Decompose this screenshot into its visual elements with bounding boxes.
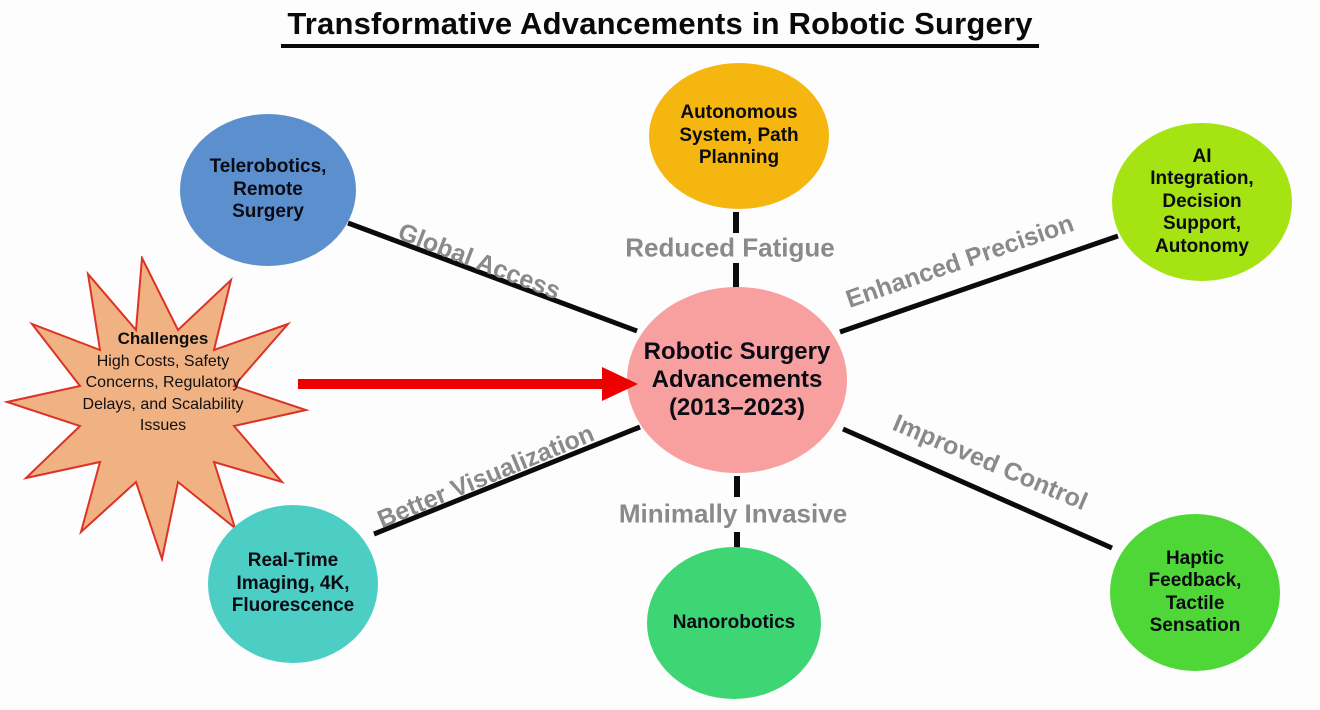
- node-ai-integration: AI Integration, Decision Support, Autono…: [1112, 123, 1292, 281]
- node-nanorobotics: Nanorobotics: [647, 547, 821, 699]
- node-haptic-label: Haptic Feedback, Tactile Sensation: [1148, 547, 1242, 636]
- node-realtime-imaging: Real-Time Imaging, 4K, Fluorescence: [208, 505, 378, 663]
- edge-imaging-line: [373, 424, 641, 537]
- node-autonomous-label: Autonomous System, Path Planning: [679, 102, 799, 169]
- edge-label-reduced-fatigue: Reduced Fatigue: [625, 232, 835, 263]
- challenges-text-block: Challenges High Costs, Safety Concerns, …: [63, 328, 263, 437]
- edge-label-minimally-invasive: Minimally Invasive: [618, 498, 848, 529]
- node-telerobotics-label: Telerobotics, Remote Surgery: [209, 156, 327, 223]
- challenges-arrow-head: [602, 367, 638, 401]
- node-nanorobotics-label: Nanorobotics: [672, 611, 796, 633]
- challenges-starburst: [3, 256, 310, 562]
- node-imaging-label: Real-Time Imaging, 4K, Fluorescence: [231, 550, 355, 617]
- edge-haptic-line: [841, 426, 1114, 551]
- challenges-body: High Costs, Safety Concerns, Regulatory …: [82, 352, 244, 435]
- title-bar: Transformative Advancements in Robotic S…: [0, 6, 1320, 48]
- node-center-label: Robotic Surgery Advancements (2013–2023): [643, 337, 831, 422]
- page-title: Transformative Advancements in Robotic S…: [281, 6, 1039, 48]
- node-ai-label: AI Integration, Decision Support, Autono…: [1150, 145, 1254, 257]
- challenges-heading: Challenges: [117, 329, 209, 348]
- node-autonomous-system: Autonomous System, Path Planning: [649, 63, 829, 209]
- node-haptic-feedback: Haptic Feedback, Tactile Sensation: [1110, 514, 1280, 671]
- starburst-shape: [3, 256, 310, 562]
- edge-telerobotics-line: [347, 220, 638, 334]
- node-telerobotics: Telerobotics, Remote Surgery: [180, 114, 356, 266]
- node-center-robotic-surgery: Robotic Surgery Advancements (2013–2023): [627, 287, 847, 473]
- edge-ai-line: [839, 233, 1119, 335]
